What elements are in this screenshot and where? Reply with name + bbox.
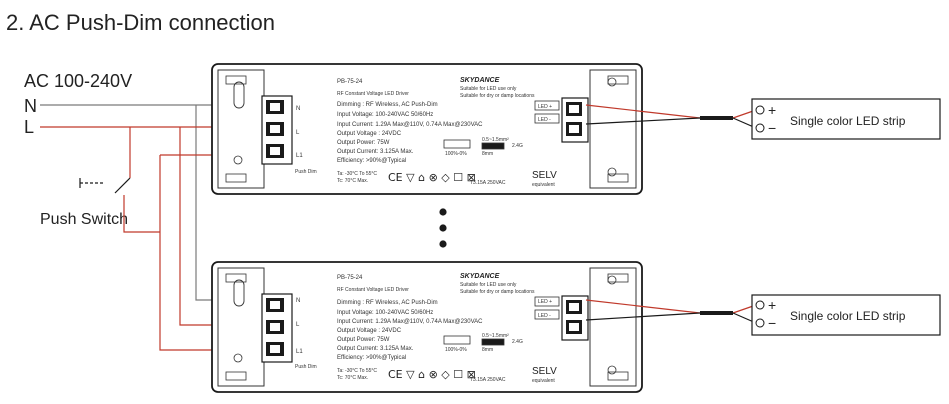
svg-text:Suitable for LED use only: Suitable for LED use only <box>460 282 517 288</box>
svg-text:T3.15A 250VAC: T3.15A 250VAC <box>470 377 506 383</box>
svg-text:LED -: LED - <box>538 313 551 319</box>
svg-text:SELV: SELV <box>532 170 557 181</box>
svg-text:Output Voltage : 24VDC: Output Voltage : 24VDC <box>337 328 402 334</box>
svg-text:L1: L1 <box>296 153 303 159</box>
svg-text:+: + <box>768 297 776 313</box>
svg-text:T3.15A 250VAC: T3.15A 250VAC <box>470 180 506 186</box>
svg-text:CE ▽ ⌂ ⊗ ◇ ☐ ⊠: CE ▽ ⌂ ⊗ ◇ ☐ ⊠ <box>388 368 476 381</box>
svg-text:Tc: 70°C Max.: Tc: 70°C Max. <box>337 375 368 381</box>
svg-text:Efficiency: >90%@Typical: Efficiency: >90%@Typical <box>337 158 406 164</box>
svg-text:Push Dim: Push Dim <box>295 169 317 175</box>
diagram-title: 2. AC Push-Dim connection <box>6 10 275 35</box>
svg-text:LED -: LED - <box>538 117 551 123</box>
svg-text:L1: L1 <box>296 349 303 355</box>
strip-label-top: Single color LED strip <box>790 114 906 128</box>
driver-icons <box>443 100 560 346</box>
svg-text:RF Constant Voltage LED Driver: RF Constant Voltage LED Driver <box>337 287 409 293</box>
svg-text:Dimming : RF Wireless, AC Push: Dimming : RF Wireless, AC Push-Dim <box>337 102 438 108</box>
svg-text:Input Voltage: 100-240VAC 50/6: Input Voltage: 100-240VAC 50/60Hz <box>337 310 433 316</box>
svg-text:Suitable for dry or damp locat: Suitable for dry or damp locations <box>460 289 535 295</box>
neutral-label: N <box>24 96 37 116</box>
svg-text:Output Current: 3.125A Max.: Output Current: 3.125A Max. <box>337 346 414 352</box>
strip-label-bottom: Single color LED strip <box>790 309 906 323</box>
svg-text:−: − <box>768 120 776 136</box>
svg-text:Output Power: 75W: Output Power: 75W <box>337 140 390 146</box>
svg-text:SKYDANCE: SKYDANCE <box>460 77 500 84</box>
svg-text:Ta: -30°C To 55°C: Ta: -30°C To 55°C <box>337 171 377 177</box>
svg-text:0.5~1.5mm²: 0.5~1.5mm² <box>482 137 509 143</box>
svg-text:L: L <box>296 130 300 136</box>
svg-text:Input Current: 1.29A Max@110V,: Input Current: 1.29A Max@110V, 0.74A Max… <box>337 319 483 325</box>
svg-text:SKYDANCE: SKYDANCE <box>460 273 500 280</box>
svg-text:RF Constant Voltage LED Driver: RF Constant Voltage LED Driver <box>337 91 409 97</box>
svg-text:PB-75-24: PB-75-24 <box>337 275 363 281</box>
svg-text:Suitable for LED use only: Suitable for LED use only <box>460 86 517 92</box>
svg-text:+: + <box>768 102 776 118</box>
svg-text:Suitable for dry or damp locat: Suitable for dry or damp locations <box>460 93 535 99</box>
svg-text:100%-0%: 100%-0% <box>445 347 467 353</box>
svg-text:LED +: LED + <box>538 104 552 110</box>
svg-text:Ta: -30°C To 55°C: Ta: -30°C To 55°C <box>337 368 377 374</box>
led-strip-bottom: + − Single color LED strip <box>751 294 941 336</box>
svg-text:0.5~1.5mm²: 0.5~1.5mm² <box>482 333 509 339</box>
svg-text:Output Voltage : 24VDC: Output Voltage : 24VDC <box>337 131 402 137</box>
svg-text:Push Dim: Push Dim <box>295 364 317 370</box>
output-wiring-top <box>585 104 757 129</box>
svg-text:N: N <box>296 298 300 304</box>
svg-text:Output Current: 3.125A Max.: Output Current: 3.125A Max. <box>337 149 414 155</box>
svg-text:Output Power: 75W: Output Power: 75W <box>337 337 390 343</box>
svg-text:PB-75-24: PB-75-24 <box>337 79 363 85</box>
svg-text:SELV: SELV <box>532 366 557 377</box>
svg-text:2.4G: 2.4G <box>512 143 523 149</box>
svg-text:CE ▽ ⌂ ⊗ ◇ ☐ ⊠: CE ▽ ⌂ ⊗ ◇ ☐ ⊠ <box>388 171 476 184</box>
svg-text:8mm: 8mm <box>482 347 493 353</box>
svg-text:Dimming : RF Wireless, AC Push: Dimming : RF Wireless, AC Push-Dim <box>337 300 438 306</box>
svg-text:100%-0%: 100%-0% <box>445 151 467 157</box>
supply-label: AC 100-240V <box>24 71 132 91</box>
svg-text:8mm: 8mm <box>482 151 493 157</box>
svg-text:2.4G: 2.4G <box>512 339 523 345</box>
push-switch-label: Push Switch <box>40 211 128 228</box>
svg-text:Efficiency: >90%@Typical: Efficiency: >90%@Typical <box>337 355 406 361</box>
svg-text:equivalent: equivalent <box>532 182 555 188</box>
svg-text:equivalent: equivalent <box>532 378 555 384</box>
svg-text:Tc: 70°C Max.: Tc: 70°C Max. <box>337 178 368 184</box>
driver-bottom-label: N L L1 Push Dim PB-75-24 RF Constant Vol… <box>295 273 557 384</box>
svg-text:−: − <box>768 315 776 331</box>
driver-top-label: N L L1 Push Dim PB-75-24 RF Constant Vol… <box>295 77 557 188</box>
live-label: L <box>24 117 34 137</box>
svg-text:N: N <box>296 106 300 112</box>
led-strip-top: + − Single color LED strip <box>751 98 941 140</box>
svg-text:LED +: LED + <box>538 299 552 305</box>
svg-text:Input Current: 1.29A Max@110V,: Input Current: 1.29A Max@110V, 0.74A Max… <box>337 122 483 128</box>
svg-text:L: L <box>296 322 300 328</box>
svg-text:Input Voltage: 100-240VAC 50/6: Input Voltage: 100-240VAC 50/60Hz <box>337 112 433 118</box>
continuation-dots <box>439 208 447 248</box>
